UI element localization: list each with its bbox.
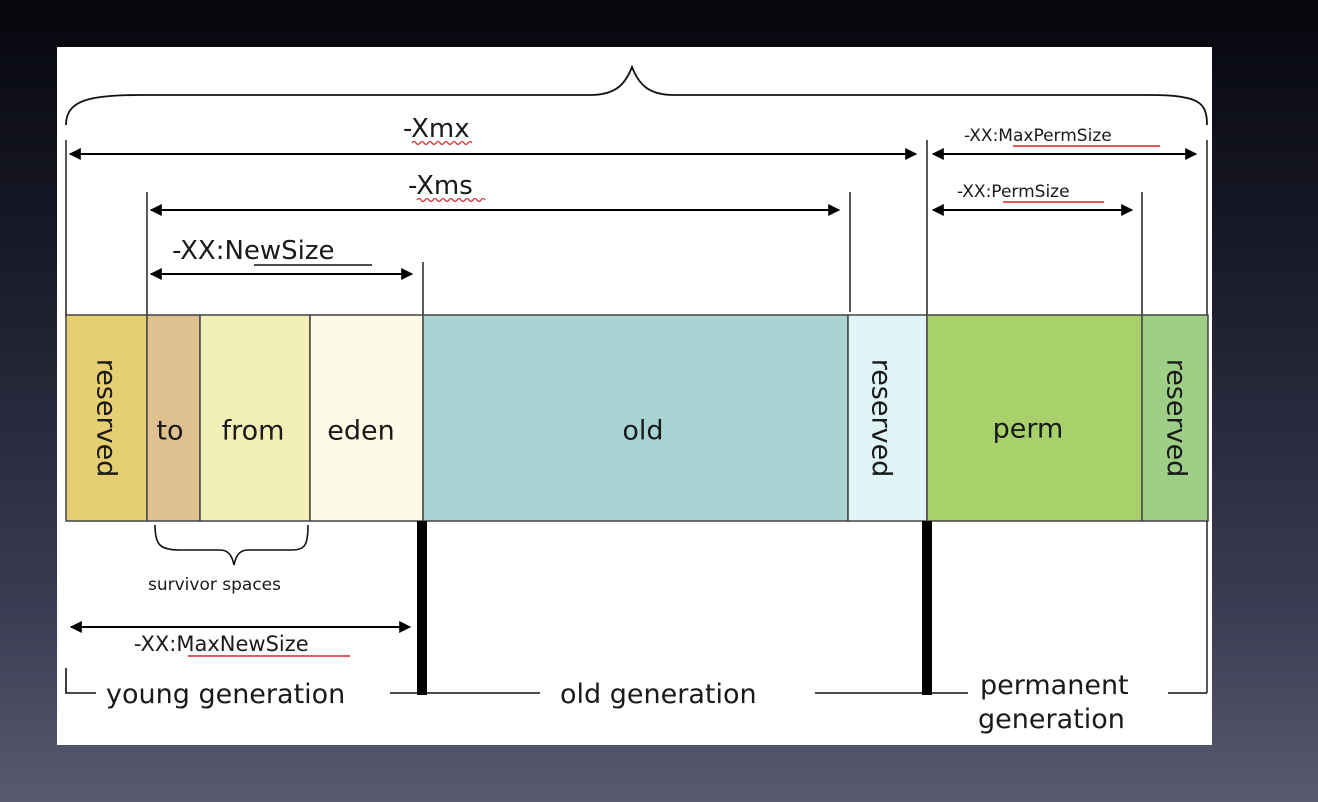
newsize-label: -XX:NewSize bbox=[172, 236, 335, 266]
segment-reserved-perm bbox=[1141, 314, 1209, 522]
heap-bar bbox=[65, 314, 1209, 522]
segment-eden bbox=[309, 314, 424, 522]
maxnewsize-label: -XX:MaxNewSize bbox=[134, 632, 309, 656]
segment-label-from: from bbox=[222, 416, 285, 447]
permsize-label: -XX:PermSize bbox=[957, 182, 1070, 202]
segment-old bbox=[422, 314, 849, 522]
segment-label-reserved-old: reserved bbox=[866, 359, 897, 478]
xmx-spell-underline bbox=[411, 140, 473, 146]
segment-label-to: to bbox=[156, 416, 183, 447]
young-generation-label: young generation bbox=[106, 679, 345, 710]
old-generation-label: old generation bbox=[560, 679, 757, 710]
survivor-spaces-label: survivor spaces bbox=[148, 575, 281, 595]
permanent-generation-label-line2: generation bbox=[978, 704, 1125, 735]
xms-label: -Xms bbox=[408, 171, 473, 201]
segment-label-reserved-perm: reserved bbox=[1161, 359, 1192, 478]
xms-spell-underline bbox=[416, 197, 486, 203]
survivor-brace bbox=[154, 524, 309, 566]
segment-label-perm: perm bbox=[993, 414, 1064, 445]
permanent-generation-label-line1: permanent bbox=[980, 670, 1129, 701]
top-brace bbox=[65, 64, 1208, 126]
young-old-divider bbox=[417, 521, 427, 695]
segment-reserved-old bbox=[847, 314, 928, 522]
segment-from bbox=[199, 314, 311, 522]
segment-label-eden: eden bbox=[327, 416, 394, 447]
segment-label-reserved-young: reserved bbox=[91, 359, 122, 478]
segment-label-old: old bbox=[622, 416, 663, 447]
maxpermsize-label: -XX:MaxPermSize bbox=[964, 126, 1112, 146]
old-perm-divider bbox=[922, 521, 932, 695]
xmx-label: -Xmx bbox=[403, 114, 470, 144]
young-generation-bracket-left bbox=[65, 668, 96, 694]
